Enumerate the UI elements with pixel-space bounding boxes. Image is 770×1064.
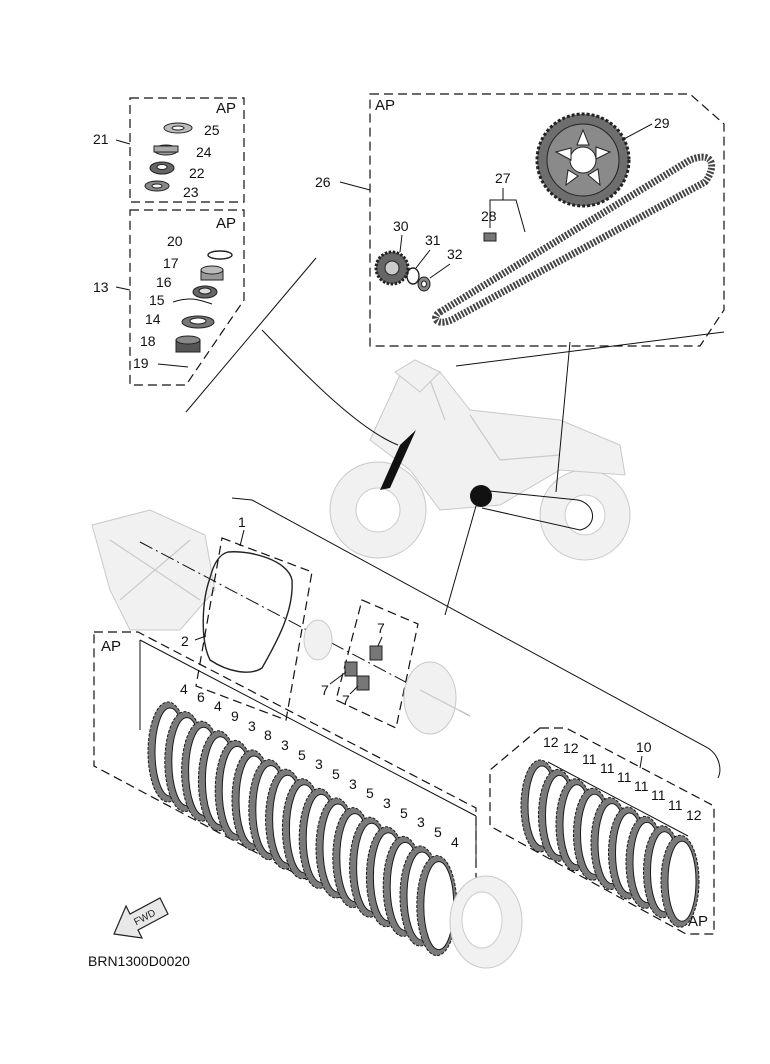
pressure-plate-silhouette xyxy=(303,619,333,661)
part-28-joint xyxy=(483,232,497,242)
clutch-plate xyxy=(660,834,700,928)
part-10-label: 10 xyxy=(636,739,652,755)
part-27-drive-chain xyxy=(432,153,716,326)
part-3-label: 3 xyxy=(349,776,357,792)
part-7-label: 7 xyxy=(377,620,385,636)
part-2-gasket xyxy=(202,551,293,673)
part-22-bearing xyxy=(149,161,175,175)
ap-note: AP xyxy=(688,913,708,930)
ap-note: AP xyxy=(375,97,395,114)
ap-note: AP xyxy=(216,215,236,232)
part-3-label: 3 xyxy=(383,795,391,811)
part-29-rear-sprocket xyxy=(535,112,631,208)
part-25-label: 25 xyxy=(204,122,220,138)
part-3-label: 3 xyxy=(281,737,289,753)
part-26-label: 26 xyxy=(315,174,331,190)
part-15-label: 15 xyxy=(149,292,165,308)
part-31-label: 31 xyxy=(425,232,441,248)
part-27-label: 27 xyxy=(495,170,511,186)
part-24-bearing xyxy=(153,144,179,156)
part-18-label: 18 xyxy=(140,333,156,349)
clutch-housing-silhouette xyxy=(449,875,523,969)
part-23-label: 23 xyxy=(183,184,199,200)
part-7-label: 7 xyxy=(321,682,329,698)
part-31-washer xyxy=(406,267,420,285)
part-3-label: 3 xyxy=(315,756,323,772)
part-11-label: 11 xyxy=(582,751,597,767)
part-5-label: 5 xyxy=(332,766,340,782)
part-11-label: 11 xyxy=(634,778,649,794)
part-17-bearing xyxy=(200,265,224,281)
part-3-label: 3 xyxy=(248,718,256,734)
ap-note: AP xyxy=(216,100,236,117)
part-19-label: 19 xyxy=(133,355,149,371)
diagram-code: BRN1300D0020 xyxy=(88,953,190,969)
part-18-bushing xyxy=(175,335,201,353)
part-12-label: 12 xyxy=(563,740,579,756)
part-7-springs xyxy=(344,645,383,691)
clutch-plate-stack xyxy=(147,701,458,957)
part-20-oring xyxy=(207,250,233,260)
ap-note: AP xyxy=(101,638,121,655)
part-13-label: 13 xyxy=(93,279,109,295)
part-16-bearing xyxy=(192,285,218,299)
part-28-label: 28 xyxy=(481,208,497,224)
part-6-label: 6 xyxy=(197,689,205,705)
part-19-pin xyxy=(157,363,189,368)
clutch-boss-silhouette xyxy=(403,661,471,735)
part-7-label: 7 xyxy=(342,692,350,708)
part-20-label: 20 xyxy=(167,233,183,249)
fwd-arrow-icon: FWD xyxy=(113,897,169,939)
part-4-label: 4 xyxy=(451,834,459,850)
part-17-label: 17 xyxy=(163,255,179,271)
part-32-label: 32 xyxy=(447,246,463,262)
part-4-label: 4 xyxy=(180,681,188,697)
part-16-label: 16 xyxy=(156,274,172,290)
part-29-label: 29 xyxy=(654,115,670,131)
part-12-label: 12 xyxy=(543,734,559,750)
part-11-label: 11 xyxy=(651,787,666,803)
part-5-label: 5 xyxy=(366,785,374,801)
part-2-label: 2 xyxy=(181,633,189,649)
clutch-plate-set xyxy=(520,759,700,928)
part-3-label: 3 xyxy=(417,814,425,830)
part-9-label: 9 xyxy=(231,708,239,724)
part-5-label: 5 xyxy=(298,747,306,763)
motorcycle-silhouette xyxy=(329,359,631,561)
part-14-label: 14 xyxy=(145,311,161,327)
part-30-drive-sprocket xyxy=(374,250,410,286)
part-11-label: 11 xyxy=(617,769,632,785)
part-1-label: 1 xyxy=(238,514,246,530)
part-21-label: 21 xyxy=(93,131,109,147)
part-12-label: 12 xyxy=(686,807,702,823)
part-23-seal xyxy=(144,180,170,192)
part-4-label: 4 xyxy=(214,698,222,714)
clutch-plate xyxy=(416,855,458,957)
crankcase-silhouette xyxy=(91,509,216,631)
part-24-label: 24 xyxy=(196,144,212,160)
part-25-washer xyxy=(163,122,193,134)
part-11-label: 11 xyxy=(668,797,683,813)
part-32-nut xyxy=(417,276,431,292)
part-11-label: 11 xyxy=(600,760,615,776)
part-5-label: 5 xyxy=(434,824,442,840)
part-8-label: 8 xyxy=(264,727,272,743)
part-5-label: 5 xyxy=(400,805,408,821)
part-30-label: 30 xyxy=(393,218,409,234)
part-22-label: 22 xyxy=(189,165,205,181)
part-15-circlip xyxy=(172,298,213,305)
part-14-seal xyxy=(181,315,215,329)
